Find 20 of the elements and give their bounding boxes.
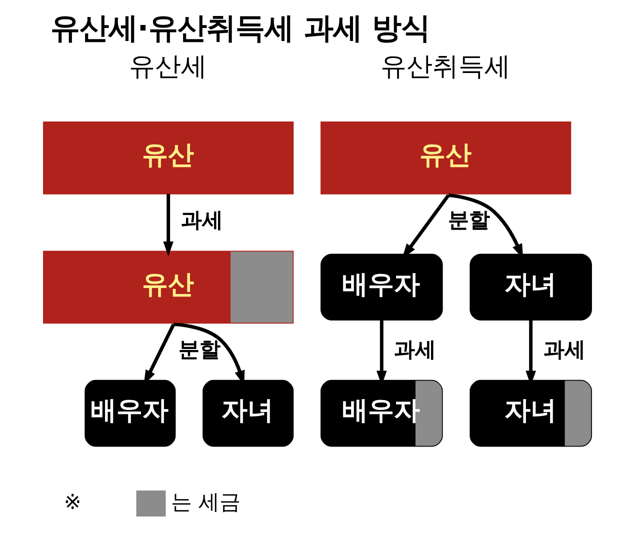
- node-box: 배우자: [320, 254, 443, 321]
- node-box: 유산: [320, 122, 572, 194]
- node-box: 유산: [43, 122, 294, 194]
- edge-label: 분할: [448, 208, 490, 232]
- edge-label: 과세: [543, 337, 586, 362]
- edge-label: 과세: [394, 337, 436, 362]
- legend-label: 는 세금: [170, 490, 241, 514]
- node-box: 배우자: [320, 380, 443, 447]
- node-box: 유산: [43, 250, 294, 324]
- node-box: 배우자: [84, 380, 176, 447]
- node-box: 자녀: [470, 380, 592, 447]
- label: 유산취득세: [380, 52, 510, 82]
- node-box: 자녀: [202, 380, 294, 447]
- arrow: [163, 194, 174, 256]
- edge-label: 과세: [180, 208, 223, 232]
- label: 유산세: [128, 52, 207, 82]
- node-box: 자녀: [470, 254, 592, 321]
- edge-label: 분할: [178, 337, 220, 362]
- label: ※: [64, 490, 82, 514]
- diagram-title: 유산세·유산취득세 과세 방식: [50, 11, 430, 45]
